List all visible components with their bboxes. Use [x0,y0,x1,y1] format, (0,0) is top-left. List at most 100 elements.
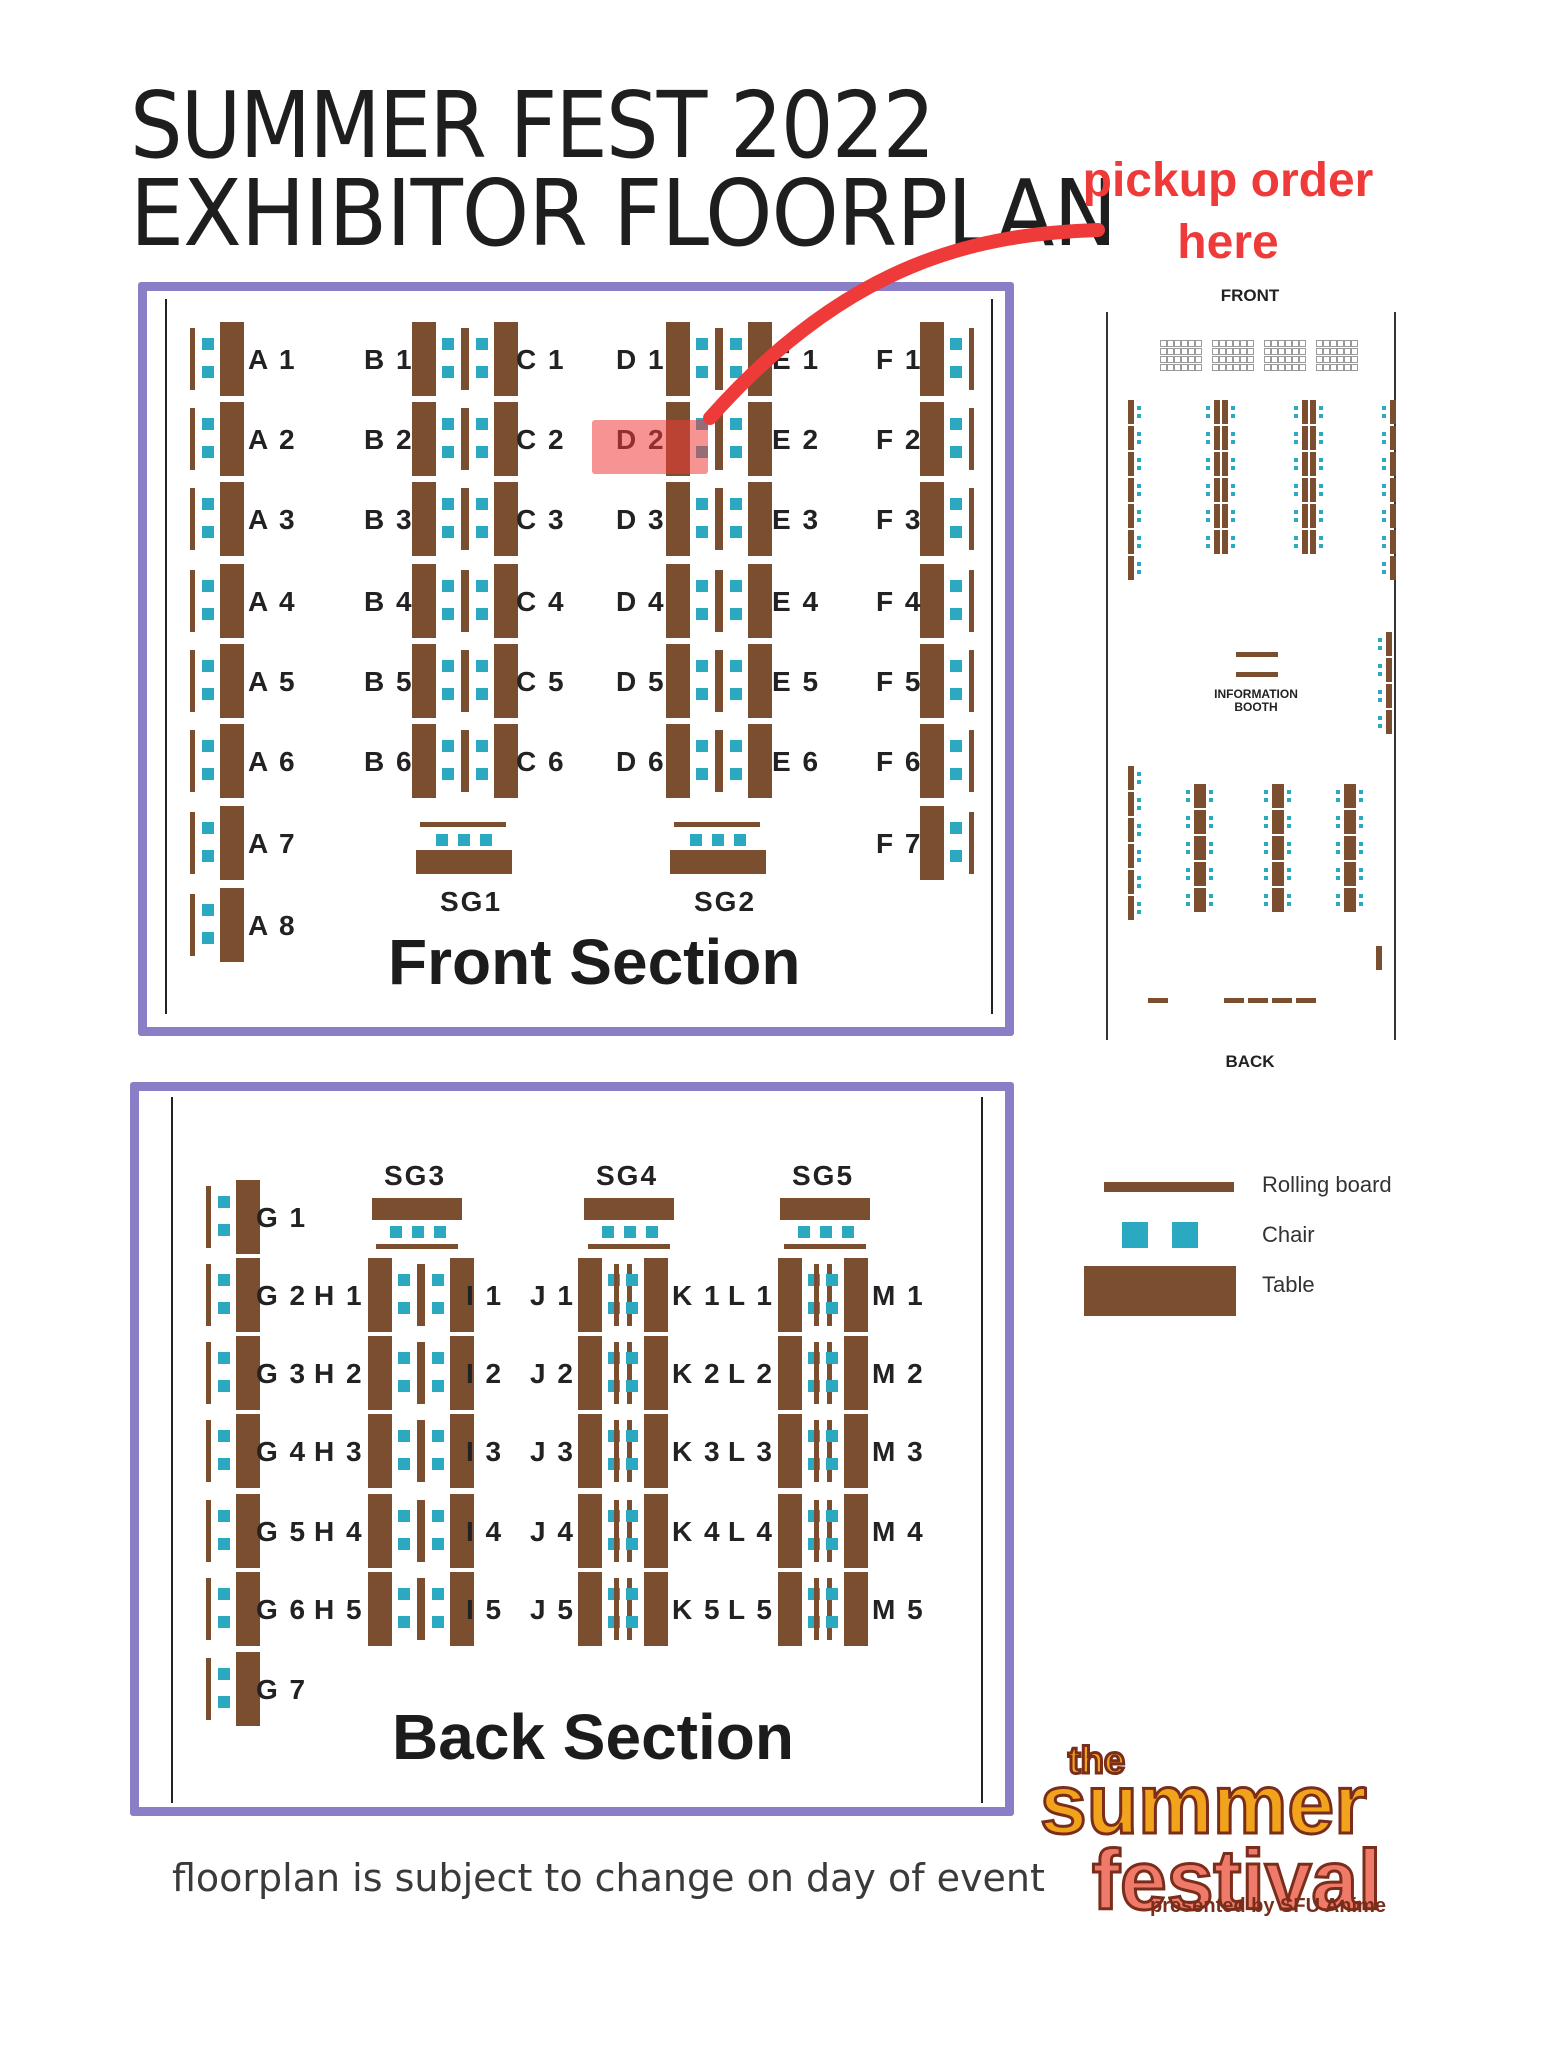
chair [476,660,488,672]
booth-label-m4[interactable]: M 4 [872,1516,925,1547]
booth-label-l4[interactable]: L 4 [728,1516,774,1547]
booth-label-i2[interactable]: I 2 [466,1358,504,1389]
booth-label-e3[interactable]: E 3 [772,504,821,535]
booth-label-h1[interactable]: H 1 [314,1280,364,1311]
mini-table [1278,784,1284,808]
booth-label-g7[interactable]: G 7 [256,1674,308,1705]
highlight-d2[interactable] [592,420,708,474]
booth-label-h5[interactable]: H 5 [314,1594,364,1625]
booth-label-a3[interactable]: A 3 [248,504,297,535]
booth-label-b6[interactable]: B 6 [364,746,414,777]
booth-label-g1[interactable]: G 1 [256,1202,308,1233]
table [416,850,512,874]
booth-label-c6[interactable]: C 6 [516,746,566,777]
booth-label-b4[interactable]: B 4 [364,586,414,617]
booth-label-k4[interactable]: K 4 [672,1516,722,1547]
booth-label-m2[interactable]: M 2 [872,1358,925,1389]
rolling-board [814,1342,819,1404]
booth-label-m5[interactable]: M 5 [872,1594,925,1625]
mini-chair [1359,816,1363,820]
booth-label-a8[interactable]: A 8 [248,910,297,941]
booth-label-e2[interactable]: E 2 [772,424,821,455]
mini-chair [1336,842,1340,846]
booth-label-d5[interactable]: D 5 [616,666,666,697]
mini-table [1194,862,1200,886]
chair [432,1538,444,1550]
booth-label-a7[interactable]: A 7 [248,828,297,859]
booth-label-k3[interactable]: K 3 [672,1436,722,1467]
booth-label-h3[interactable]: H 3 [314,1436,364,1467]
chair [696,740,708,752]
booth-label-i1[interactable]: I 1 [466,1280,504,1311]
booth-label-l3[interactable]: L 3 [728,1436,774,1467]
booth-label-h4[interactable]: H 4 [314,1516,364,1547]
chair [218,1696,230,1708]
booth-label-l2[interactable]: L 2 [728,1358,774,1389]
booth-label-g4[interactable]: G 4 [256,1436,308,1467]
booth-label-k2[interactable]: K 2 [672,1358,722,1389]
booth-label-a1[interactable]: A 1 [248,344,297,375]
booth-label-a5[interactable]: A 5 [248,666,297,697]
booth-label-h2[interactable]: H 2 [314,1358,364,1389]
booth-label-g5[interactable]: G 5 [256,1516,308,1547]
booth-label-e4[interactable]: E 4 [772,586,821,617]
booth-label-f6[interactable]: F 6 [876,746,923,777]
booth-label-b5[interactable]: B 5 [364,666,414,697]
booth-label-f1[interactable]: F 1 [876,344,923,375]
booth-label-f3[interactable]: F 3 [876,504,923,535]
stage-seat [1344,356,1351,363]
booth-label-i4[interactable]: I 4 [466,1516,504,1547]
booth-label-f4[interactable]: F 4 [876,586,923,617]
booth-label-c4[interactable]: C 4 [516,586,566,617]
booth-label-j5[interactable]: J 5 [530,1594,575,1625]
booth-label-a2[interactable]: A 2 [248,424,297,455]
mini-chair [1382,536,1386,540]
booth-label-d4[interactable]: D 4 [616,586,666,617]
booth-label-c1[interactable]: C 1 [516,344,566,375]
booth-label-b3[interactable]: B 3 [364,504,414,535]
booth-label-k1[interactable]: K 1 [672,1280,722,1311]
mini-chair [1336,824,1340,828]
booth-label-g2[interactable]: G 2 [256,1280,308,1311]
sg-label-2[interactable]: SG2 [694,886,757,917]
booth-label-c5[interactable]: C 5 [516,666,566,697]
booth-label-b2[interactable]: B 2 [364,424,414,455]
booth-label-m1[interactable]: M 1 [872,1280,925,1311]
table [220,564,244,638]
booth-label-d6[interactable]: D 6 [616,746,666,777]
booth-label-e5[interactable]: E 5 [772,666,821,697]
booth-label-l1[interactable]: L 1 [728,1280,774,1311]
booth-label-d3[interactable]: D 3 [616,504,666,535]
sg-label-5[interactable]: SG5 [792,1160,855,1191]
booth-label-a6[interactable]: A 6 [248,746,297,777]
chair [442,580,454,592]
booth-label-k5[interactable]: K 5 [672,1594,722,1625]
mini-chair [1206,518,1210,522]
booth-label-j3[interactable]: J 3 [530,1436,575,1467]
booth-label-a4[interactable]: A 4 [248,586,297,617]
booth-label-f2[interactable]: F 2 [876,424,923,455]
mini-chair [1336,894,1340,898]
sg-label-4[interactable]: SG4 [596,1160,659,1191]
booth-label-c3[interactable]: C 3 [516,504,566,535]
mini-chair [1264,902,1268,906]
booth-label-b1[interactable]: B 1 [364,344,414,375]
booth-label-f5[interactable]: F 5 [876,666,923,697]
booth-label-g3[interactable]: G 3 [256,1358,308,1389]
booth-label-j4[interactable]: J 4 [530,1516,575,1547]
booth-label-j1[interactable]: J 1 [530,1280,575,1311]
mini-chair [1137,414,1141,418]
booth-label-c2[interactable]: C 2 [516,424,566,455]
booth-label-l5[interactable]: L 5 [728,1594,774,1625]
booth-label-d1[interactable]: D 1 [616,344,666,375]
booth-label-i5[interactable]: I 5 [466,1594,504,1625]
booth-label-f7[interactable]: F 7 [876,828,923,859]
sg-label-3[interactable]: SG3 [384,1160,447,1191]
sg-label-1[interactable]: SG1 [440,886,503,917]
stage-seat [1323,356,1330,363]
booth-label-i3[interactable]: I 3 [466,1436,504,1467]
booth-label-e6[interactable]: E 6 [772,746,821,777]
booth-label-g6[interactable]: G 6 [256,1594,308,1625]
booth-label-j2[interactable]: J 2 [530,1358,575,1389]
booth-label-m3[interactable]: M 3 [872,1436,925,1467]
